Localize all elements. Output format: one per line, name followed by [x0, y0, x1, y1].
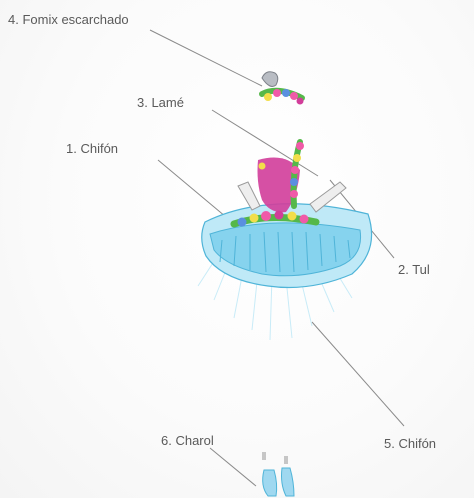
shoe-right: [282, 468, 295, 496]
label-fomix-escarchado: 4. Fomix escarchado: [8, 12, 129, 28]
leader-line-4: [150, 30, 262, 86]
waist-flower: [300, 215, 309, 224]
leader-line-6: [210, 448, 256, 486]
leader-line-1: [158, 160, 232, 222]
headpiece-flower: [282, 89, 290, 97]
strap-flower: [293, 154, 301, 162]
label-chifon-lower: 5. Chifón: [384, 436, 436, 452]
left-sleeve: [238, 182, 260, 210]
shoe-strap-left: [262, 452, 266, 460]
leader-line-5: [312, 322, 404, 426]
strap-flower: [296, 142, 304, 150]
waist-flower: [250, 214, 259, 223]
label-lame: 3. Lamé: [137, 95, 184, 111]
headpiece-flower: [297, 98, 304, 105]
strap-flower: [290, 178, 298, 186]
label-chifon-skirt: 1. Chifón: [66, 141, 118, 157]
headpiece-flower: [273, 89, 281, 97]
waist-flower: [238, 218, 247, 227]
strap-flower: [291, 166, 299, 174]
headpiece-flower: [264, 93, 272, 101]
shoes: [262, 452, 294, 496]
headpiece: [262, 72, 304, 105]
label-charol: 6. Charol: [161, 433, 214, 449]
waist-flower: [288, 212, 297, 221]
shoe-left: [263, 470, 277, 496]
strap-flower: [259, 163, 266, 170]
waist-flower: [261, 211, 271, 221]
headpiece-flower: [290, 92, 298, 100]
shoe-strap-right: [284, 456, 288, 464]
label-tul: 2. Tul: [398, 262, 430, 278]
headpiece-silver-ornament: [262, 72, 278, 87]
strap-flower: [290, 190, 298, 198]
